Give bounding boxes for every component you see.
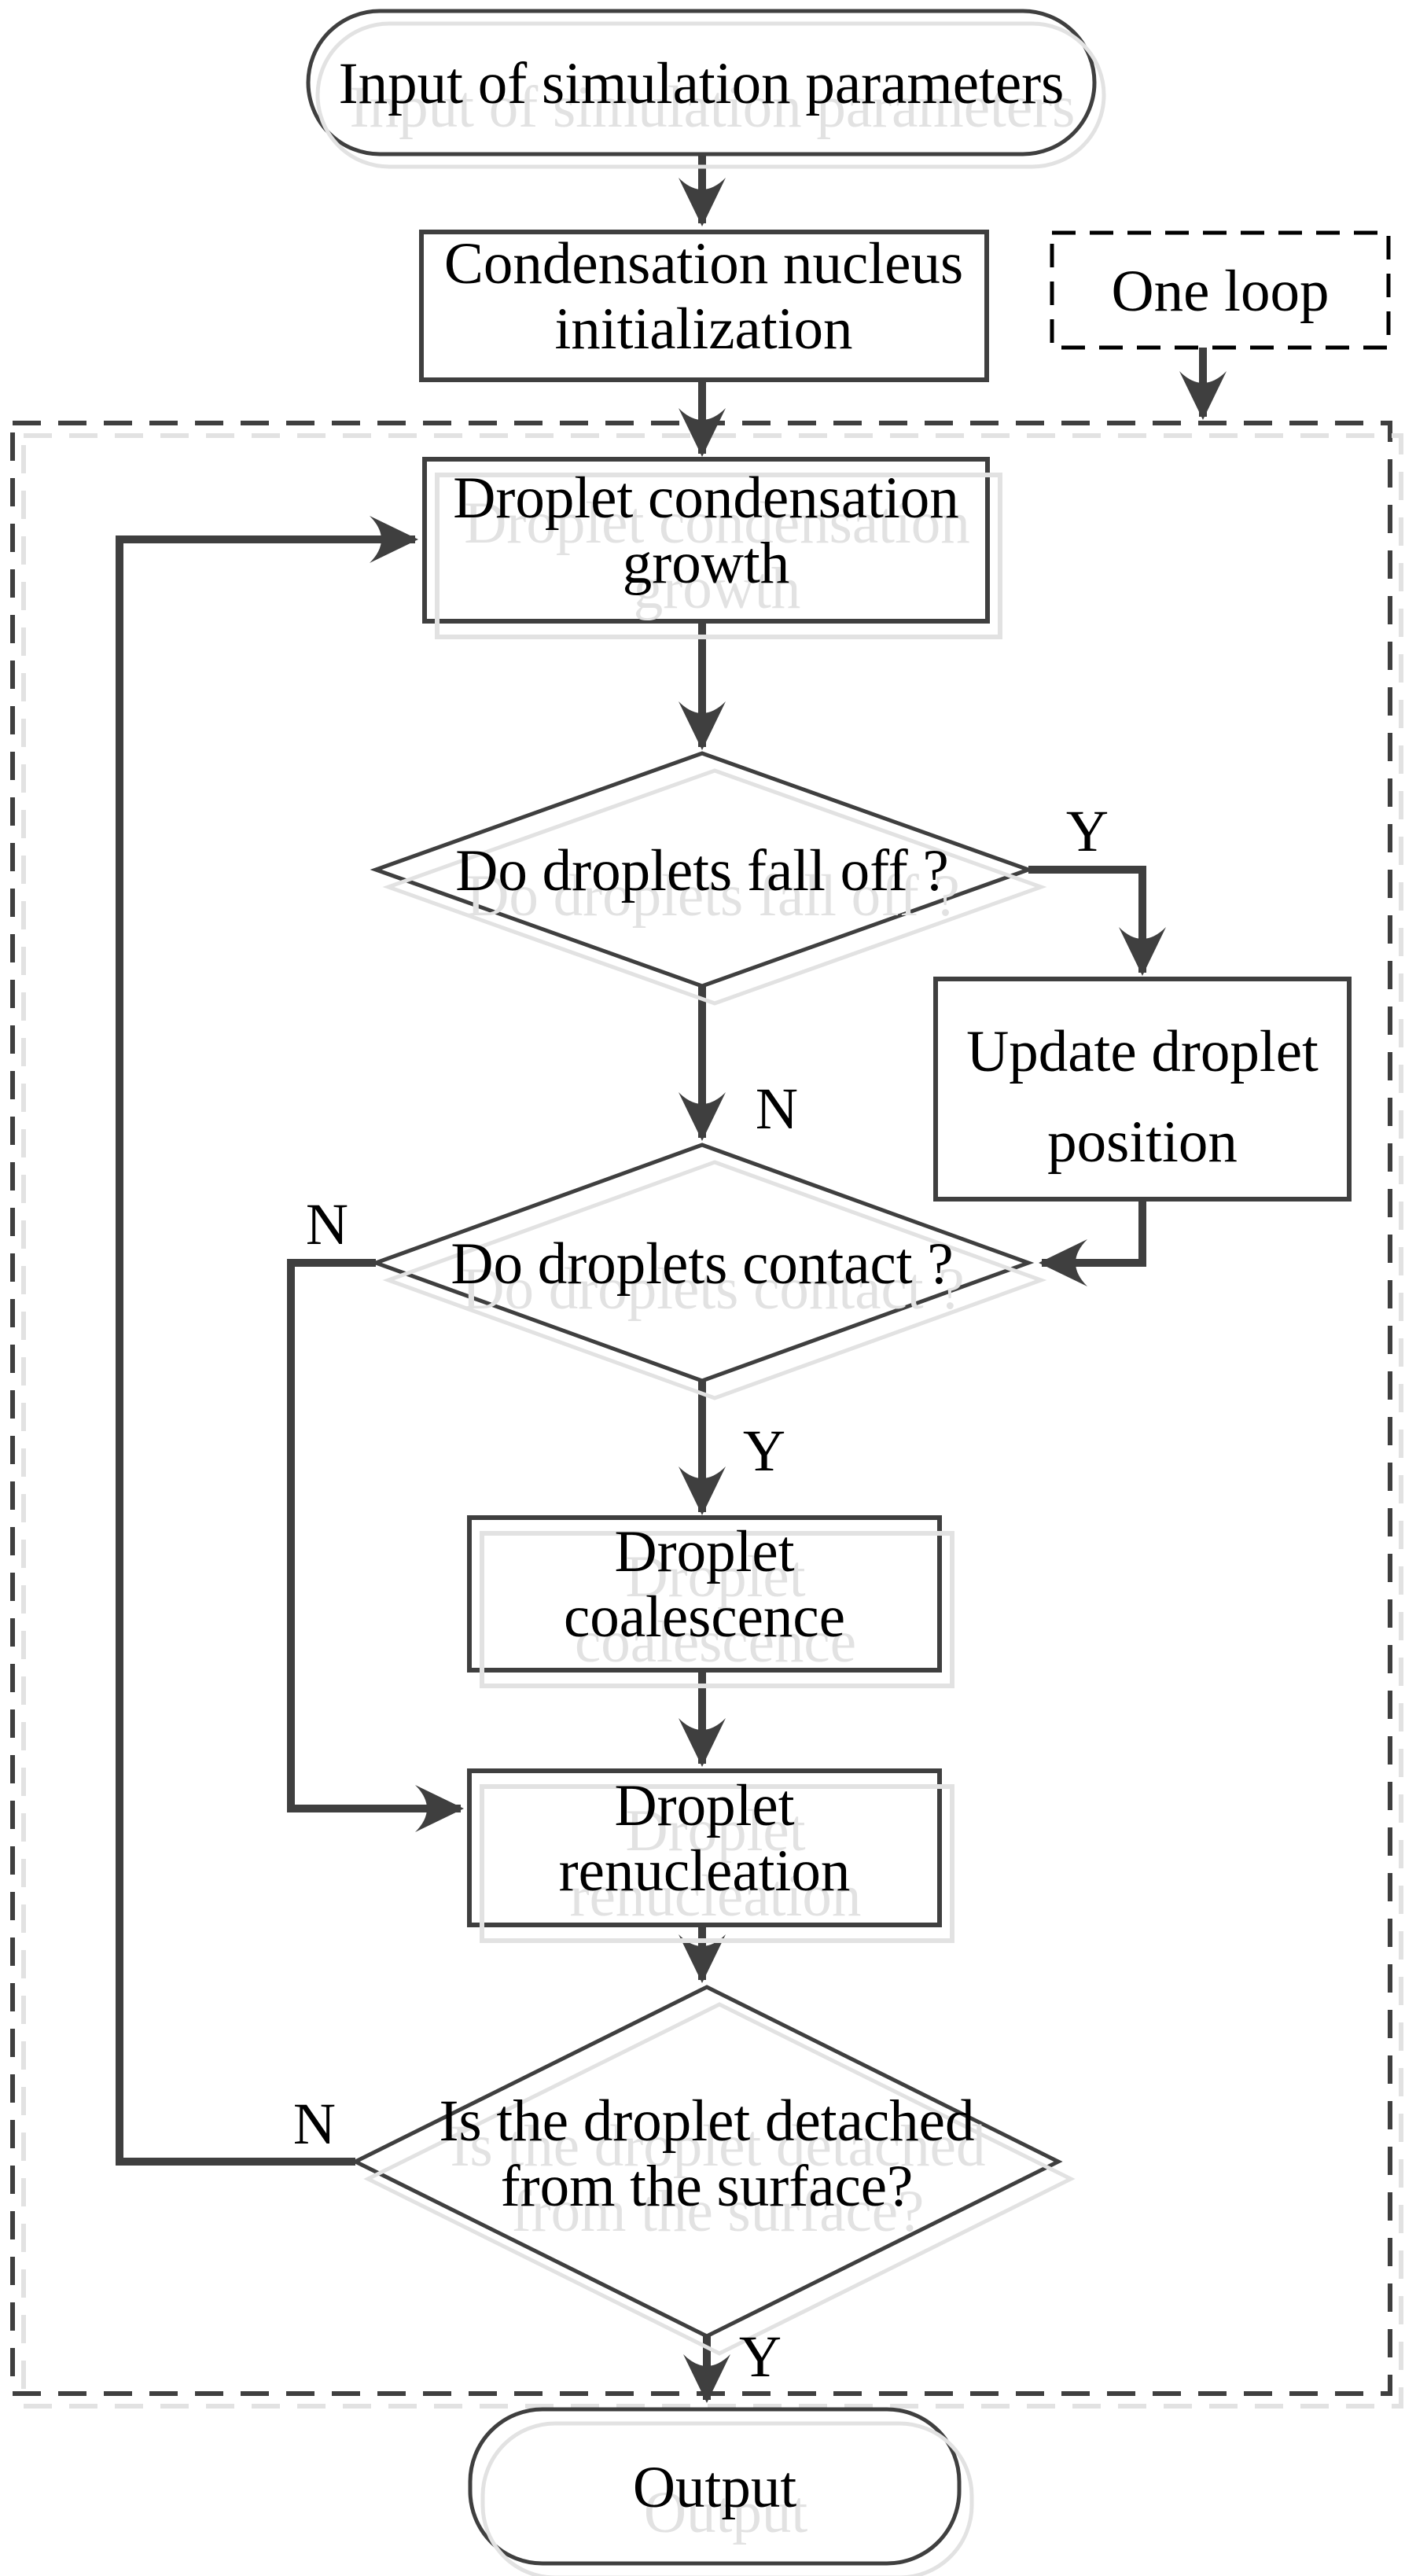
growth-label-line2-shadow: growth	[634, 556, 800, 621]
node-output: Output Output	[468, 2407, 974, 2576]
contact-decision-diamond-shadow	[382, 1160, 1047, 1400]
fall-off-label-shadow: Do droplets fall off ?	[466, 863, 960, 929]
renucleation-label-line1-shadow: Droplet	[625, 1798, 805, 1864]
renucleation-process-box	[467, 1768, 942, 1927]
node-one-loop: One loop	[1050, 230, 1391, 350]
contact-yes-label: Y	[743, 1419, 785, 1484]
output-terminator-shadow	[480, 2421, 974, 2576]
detached-label-line1-shadow: Is the droplet detached	[451, 2114, 986, 2179]
detached-yes-label: Y	[739, 2324, 782, 2390]
update-position-label-line1: Update droplet	[966, 1019, 1319, 1084]
edge-update-to-contact	[1039, 1199, 1146, 1286]
fall-off-decision-diamond-shadow	[382, 768, 1047, 1006]
node-coalescence: Droplet coalescence Droplet coalescence	[467, 1515, 954, 1688]
node-update-position: Update droplet position	[933, 977, 1352, 1202]
coalescence-label-line1: Droplet	[614, 1519, 794, 1584]
renucleation-label-line2-shadow: renucleation	[570, 1864, 862, 1929]
contact-no-label: N	[306, 1192, 348, 1257]
node-growth: Droplet condensation growth Droplet cond…	[422, 457, 1002, 639]
detached-no-label: N	[293, 2092, 336, 2157]
edge-falloff-yes	[1028, 866, 1166, 976]
coalescence-label-line1-shadow: Droplet	[625, 1544, 805, 1610]
init-label-line2: initialization	[554, 296, 852, 362]
start-terminator	[306, 9, 1097, 156]
edge-detached-no	[116, 516, 418, 2166]
node-renucleation: Droplet renucleation Droplet renucleatio…	[467, 1768, 954, 1943]
node-init: Condensation nucleus initialization	[419, 230, 989, 382]
start-label: Input of simulation parameters	[339, 51, 1065, 116]
coalescence-label-line2-shadow: coalescence	[575, 1610, 856, 1675]
growth-label-line1-shadow: Droplet condensation	[464, 491, 970, 556]
node-fall-off: Do droplets fall off ? Do droplets fall …	[370, 751, 1047, 1006]
fall-off-yes-label: Y	[1066, 799, 1109, 864]
output-label: Output	[633, 2455, 797, 2520]
start-terminator-shadow	[315, 21, 1106, 169]
init-process-box	[419, 230, 989, 382]
growth-label-line1: Droplet condensation	[453, 466, 959, 531]
node-start: Input of simulation parameters Input of …	[306, 9, 1106, 169]
update-position-label-line2: position	[1047, 1110, 1238, 1175]
renucleation-label-line2: renucleation	[559, 1838, 851, 1904]
fall-off-decision-diamond	[370, 751, 1035, 988]
growth-process-box-shadow	[435, 473, 1002, 639]
detached-decision-diamond-shadow	[363, 2002, 1076, 2356]
output-terminator	[468, 2407, 962, 2566]
fall-off-label: Do droplets fall off ?	[455, 838, 949, 903]
contact-label-shadow: Do droplets contact ?	[462, 1257, 964, 1322]
detached-label-line2: from the surface?	[501, 2154, 914, 2219]
detached-decision-diamond	[351, 1985, 1063, 2339]
node-detached: Is the droplet detached from the surface…	[351, 1985, 1076, 2356]
contact-label: Do droplets contact ?	[451, 1231, 953, 1297]
edge-contact-no	[287, 1259, 464, 1832]
detached-label-line2-shadow: from the surface?	[512, 2179, 925, 2244]
growth-label-line2: growth	[623, 531, 789, 596]
node-contact: Do droplets contact ? Do droplets contac…	[370, 1143, 1047, 1400]
renucleation-process-box-shadow	[480, 1784, 954, 1943]
renucleation-label-line1: Droplet	[614, 1773, 794, 1838]
detached-label-line1: Is the droplet detached	[440, 2088, 975, 2154]
growth-process-box	[422, 457, 990, 624]
fall-off-no-label: N	[756, 1076, 798, 1142]
output-label-shadow: Output	[644, 2480, 808, 2545]
one-loop-label: One loop	[1111, 259, 1329, 324]
contact-decision-diamond	[370, 1143, 1035, 1383]
one-loop-dashed-box	[1050, 230, 1391, 350]
update-position-process-box	[933, 977, 1352, 1202]
start-label-shadow: Input of simulation parameters	[350, 75, 1076, 140]
init-label-line1: Condensation nucleus	[444, 231, 963, 296]
coalescence-process-box-shadow	[480, 1531, 954, 1688]
coalescence-label-line2: coalescence	[564, 1584, 845, 1650]
coalescence-process-box	[467, 1515, 942, 1673]
